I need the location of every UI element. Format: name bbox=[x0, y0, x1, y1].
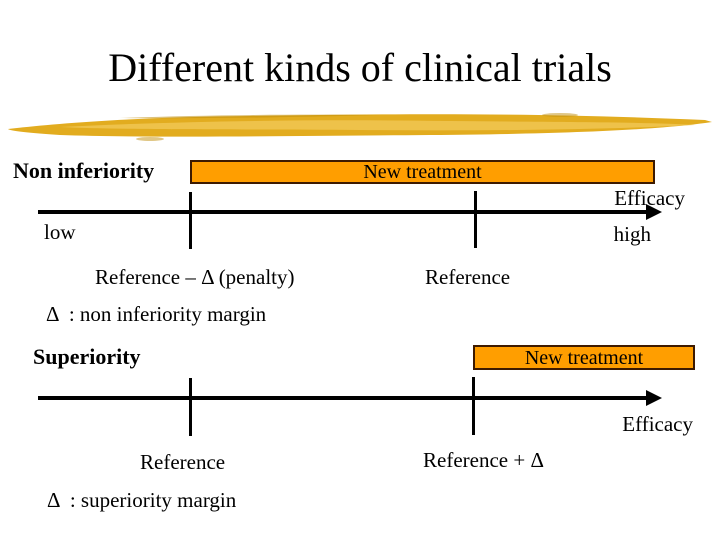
superiority-bar-label: New treatment bbox=[524, 346, 644, 369]
non-inferiority-tick-reference bbox=[474, 191, 477, 248]
non-inferiority-high-label: high bbox=[613, 222, 651, 246]
superiority-efficacy-label: Efficacy bbox=[622, 412, 693, 436]
non-inferiority-low-label: low bbox=[44, 220, 76, 244]
superiority-reference-label: Reference bbox=[140, 450, 226, 474]
superiority-heading: Superiority bbox=[33, 344, 141, 369]
non-inferiority-axis-line bbox=[38, 210, 648, 214]
superiority-axis-arrowhead-icon bbox=[646, 390, 662, 406]
superiority-tick-reference bbox=[189, 378, 192, 436]
non-inferiority-axis-arrowhead-icon bbox=[646, 204, 662, 220]
superiority-margin-note: Δ : superiority margin bbox=[47, 488, 237, 512]
brushstroke-underline-decoration bbox=[8, 113, 712, 141]
non-inferiority-new-treatment-bar: New treatment bbox=[190, 160, 655, 184]
slide-title: Different kinds of clinical trials bbox=[108, 45, 612, 90]
superiority-new-treatment-bar: New treatment bbox=[473, 345, 695, 370]
superiority-reference-plus-delta-label: Reference + Δ bbox=[423, 448, 544, 472]
non-inferiority-efficacy-label: Efficacy bbox=[614, 186, 685, 210]
non-inferiority-reference-label: Reference bbox=[425, 265, 511, 289]
non-inferiority-margin-note: Δ : non inferiority margin bbox=[46, 302, 267, 326]
non-inferiority-heading: Non inferiority bbox=[13, 158, 155, 183]
non-inferiority-bar-label: New treatment bbox=[363, 161, 482, 183]
non-inferiority-tick-reference-minus-delta bbox=[189, 192, 192, 249]
superiority-axis-line bbox=[38, 396, 648, 400]
non-inferiority-reference-minus-delta-label: Reference – Δ (penalty) bbox=[95, 265, 295, 289]
superiority-tick-reference-plus-delta bbox=[472, 377, 475, 435]
